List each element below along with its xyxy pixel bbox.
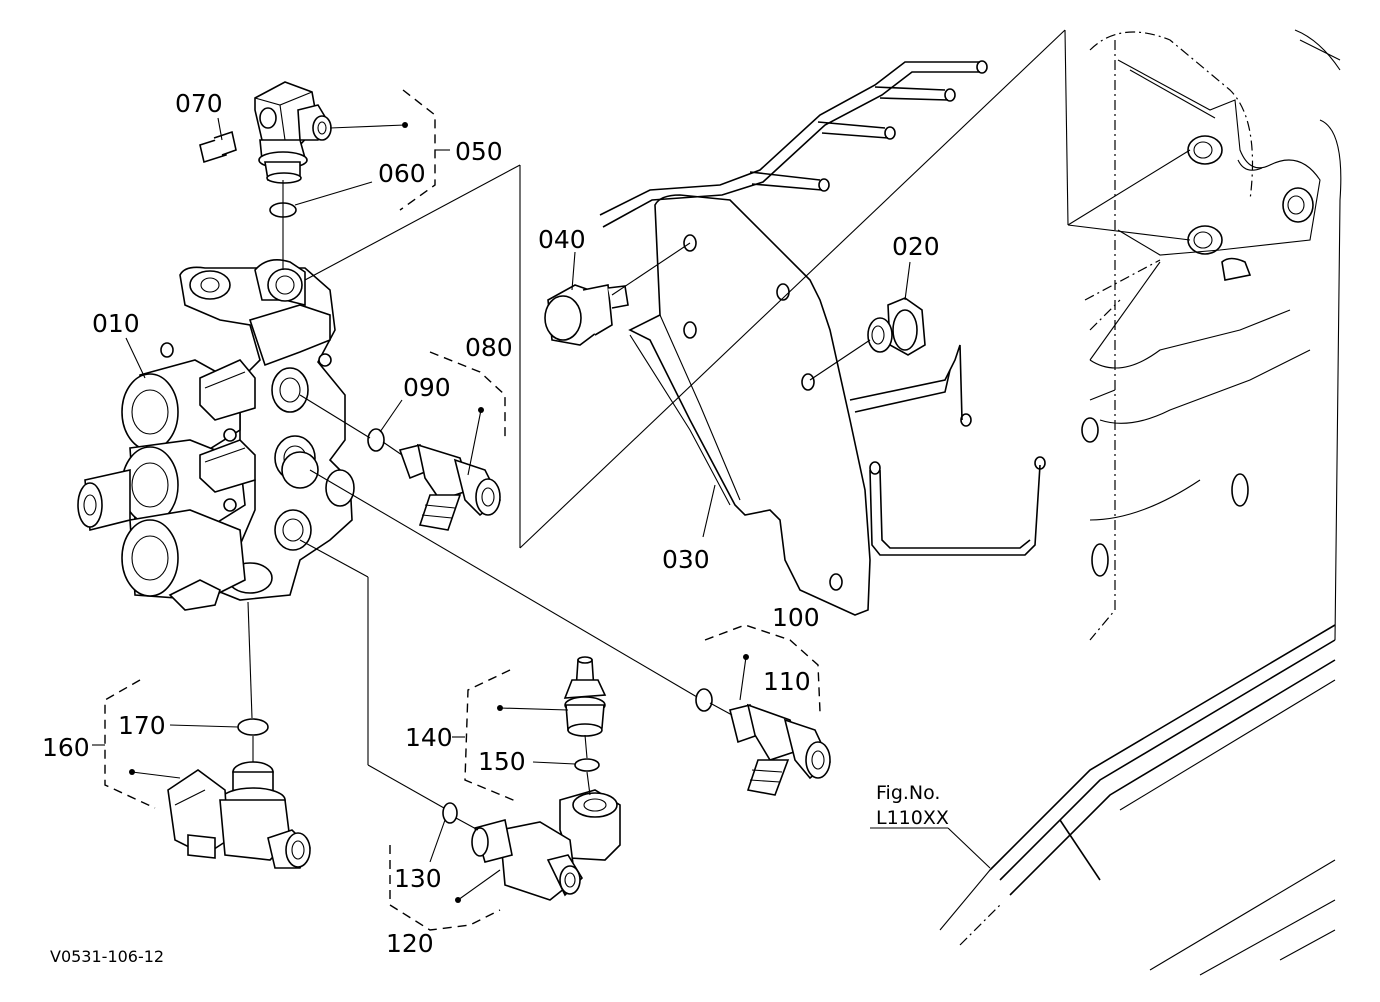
label-160: 160 (42, 733, 90, 762)
adapter-140 (563, 656, 607, 737)
label-070: 070 (175, 89, 223, 118)
figure-reference: Fig.No. L110XX (876, 782, 949, 829)
drawing-code: V0531-106-12 (50, 947, 164, 966)
plug-070 (199, 130, 237, 164)
elbow-fitting-160 (167, 761, 311, 869)
label-170: 170 (118, 711, 166, 740)
label-110: 110 (763, 667, 811, 696)
label-100: 100 (772, 603, 820, 632)
fig-no-label: Fig.No. (876, 782, 940, 804)
bracket-030 (599, 60, 1046, 616)
label-030: 030 (662, 545, 710, 574)
label-140: 140 (405, 723, 453, 752)
label-120: 120 (386, 929, 434, 958)
label-020: 020 (892, 232, 940, 261)
nut-020 (867, 297, 926, 356)
label-010: 010 (92, 309, 140, 338)
fitting-050 (254, 81, 332, 184)
elbow-fitting-120 (471, 789, 621, 901)
label-060: 060 (378, 159, 426, 188)
label-150: 150 (478, 747, 526, 776)
o-ring-150 (574, 758, 600, 772)
group-brackets (92, 89, 821, 931)
assembly-lines (247, 29, 1191, 831)
part-labels: 070 050 060 010 040 020 080 090 030 100 … (42, 89, 940, 958)
o-ring-090 (367, 428, 385, 452)
solenoid-valve-010 (77, 259, 355, 611)
tee-fitting-100 (729, 703, 831, 796)
label-080: 080 (465, 333, 513, 362)
bolt-040 (544, 284, 629, 346)
label-130: 130 (394, 864, 442, 893)
o-ring-110 (695, 688, 713, 712)
fig-no-value: L110XX (876, 807, 949, 829)
leader-lines (125, 117, 991, 903)
o-ring-130 (442, 802, 458, 824)
label-090: 090 (403, 373, 451, 402)
label-050: 050 (455, 137, 503, 166)
tee-fitting-080 (398, 443, 502, 531)
transmission-housing (939, 29, 1342, 976)
o-ring-170 (237, 718, 269, 736)
label-040: 040 (538, 225, 586, 254)
